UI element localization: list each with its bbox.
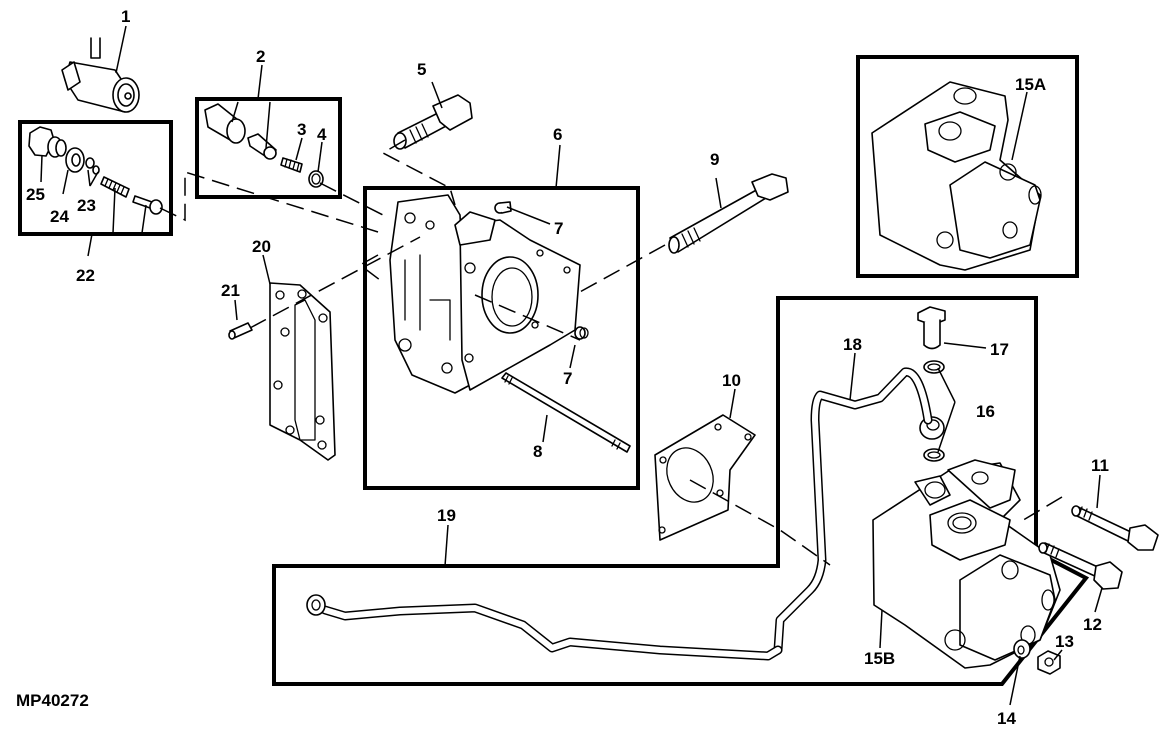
callout-labels: 1 2 3 4 5 6 7 7 8 9 10 11 12 13 14 15A 1…: [26, 7, 1109, 728]
kit-box-2: [195, 97, 342, 199]
callout-18: 18: [843, 335, 862, 354]
callout-15a: 15A: [1015, 75, 1046, 94]
callout-9: 9: [710, 150, 719, 169]
part-10-gasket[interactable]: [654, 414, 756, 541]
part-22-spring[interactable]: [100, 176, 130, 198]
callout-14: 14: [997, 709, 1016, 728]
part-7-plug-upper[interactable]: [494, 201, 512, 214]
callout-17: 17: [990, 340, 1009, 359]
callout-15b: 15B: [864, 649, 895, 668]
callout-19: 19: [437, 506, 456, 525]
part-8-stud[interactable]: [501, 372, 631, 453]
part-16-seal-lower[interactable]: [923, 448, 945, 462]
part-5-bolt[interactable]: [393, 94, 473, 150]
part-2-valve[interactable]: [204, 103, 277, 160]
callout-7b: 7: [563, 369, 572, 388]
part-3-spring[interactable]: [280, 157, 303, 173]
kit-box-19: [272, 296, 1090, 686]
callout-1: 1: [121, 7, 130, 26]
part-16-seal-upper[interactable]: [923, 360, 945, 374]
part-4-oring[interactable]: [308, 170, 324, 188]
callout-20: 20: [252, 237, 271, 256]
callout-6: 6: [553, 125, 562, 144]
leader-lines: [40, 25, 1103, 706]
part-13-nut[interactable]: [1037, 650, 1061, 675]
part-19-tube[interactable]: [306, 594, 783, 661]
part-11-capscrew[interactable]: [1071, 505, 1159, 551]
figure-id: MP40272: [16, 691, 89, 710]
callout-23: 23: [77, 196, 96, 215]
kit-box-22: [18, 120, 173, 236]
callout-3: 3: [297, 120, 306, 139]
assembly-lines: [159, 139, 1063, 566]
part-9-capscrew[interactable]: [668, 173, 789, 254]
callout-13: 13: [1055, 632, 1074, 651]
part-24-washer[interactable]: [65, 147, 85, 173]
part-21-dowel[interactable]: [228, 322, 253, 340]
part-7-plug-lower[interactable]: [574, 326, 589, 340]
part-6-valve-body[interactable]: [389, 194, 581, 394]
part-15b-pump[interactable]: [872, 459, 1061, 669]
part-1-solenoid[interactable]: [61, 37, 140, 113]
callout-12: 12: [1083, 615, 1102, 634]
callout-5: 5: [417, 60, 426, 79]
callout-8: 8: [533, 442, 542, 461]
kit-box-15a: [856, 55, 1079, 278]
part-12-capscrew[interactable]: [1038, 542, 1123, 590]
kit-box-6: [363, 186, 640, 490]
part-25-plug[interactable]: [28, 126, 67, 158]
callout-7a: 7: [554, 219, 563, 238]
part-15a-pump[interactable]: [871, 81, 1042, 271]
callout-10: 10: [722, 371, 741, 390]
part-22-poppet[interactable]: [132, 195, 163, 215]
part-20-gasket[interactable]: [269, 282, 336, 461]
callout-24: 24: [50, 207, 69, 226]
part-14-lockwasher[interactable]: [1013, 639, 1031, 659]
callout-16: 16: [976, 402, 995, 421]
callout-25: 25: [26, 185, 45, 204]
callout-4: 4: [317, 125, 327, 144]
callout-21: 21: [221, 281, 240, 300]
part-18-tube[interactable]: [773, 367, 933, 655]
part-17-banjo-bolt[interactable]: [917, 306, 946, 350]
callout-22: 22: [76, 266, 95, 285]
callout-11: 11: [1091, 456, 1109, 475]
callout-2: 2: [256, 47, 265, 66]
